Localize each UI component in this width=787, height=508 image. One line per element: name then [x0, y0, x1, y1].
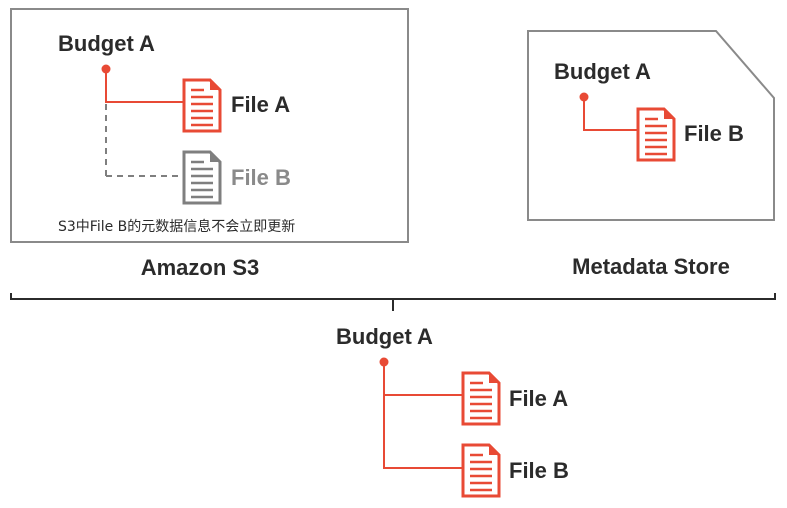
merged-root-label: Budget A: [336, 324, 433, 349]
s3-panel-title: Amazon S3: [141, 255, 260, 280]
s3-panel-box: [10, 8, 409, 243]
merge-bracket: [10, 293, 776, 300]
merged-file-b-label: File B: [509, 458, 569, 483]
metadata-file-b-label: File B: [684, 121, 744, 146]
s3-file-b-label: File B: [231, 165, 291, 190]
metadata-panel-title: Metadata Store: [572, 254, 730, 279]
metadata-root-label: Budget A: [554, 59, 651, 84]
s3-note: S3中File B的元数据信息不会立即更新: [58, 218, 295, 235]
file-icon: [182, 78, 222, 133]
merged-connector-file-b: [383, 395, 462, 469]
merged-connector-file-a: [383, 362, 462, 396]
s3-root-label: Budget A: [58, 31, 155, 56]
file-icon: [461, 443, 501, 498]
file-icon: [461, 371, 501, 426]
file-icon-pending: [182, 150, 222, 205]
file-icon: [636, 107, 676, 162]
metadata-panel-box: [527, 30, 775, 221]
s3-file-a-label: File A: [231, 92, 290, 117]
merged-file-a-label: File A: [509, 386, 568, 411]
metadata-connector: [583, 97, 637, 131]
